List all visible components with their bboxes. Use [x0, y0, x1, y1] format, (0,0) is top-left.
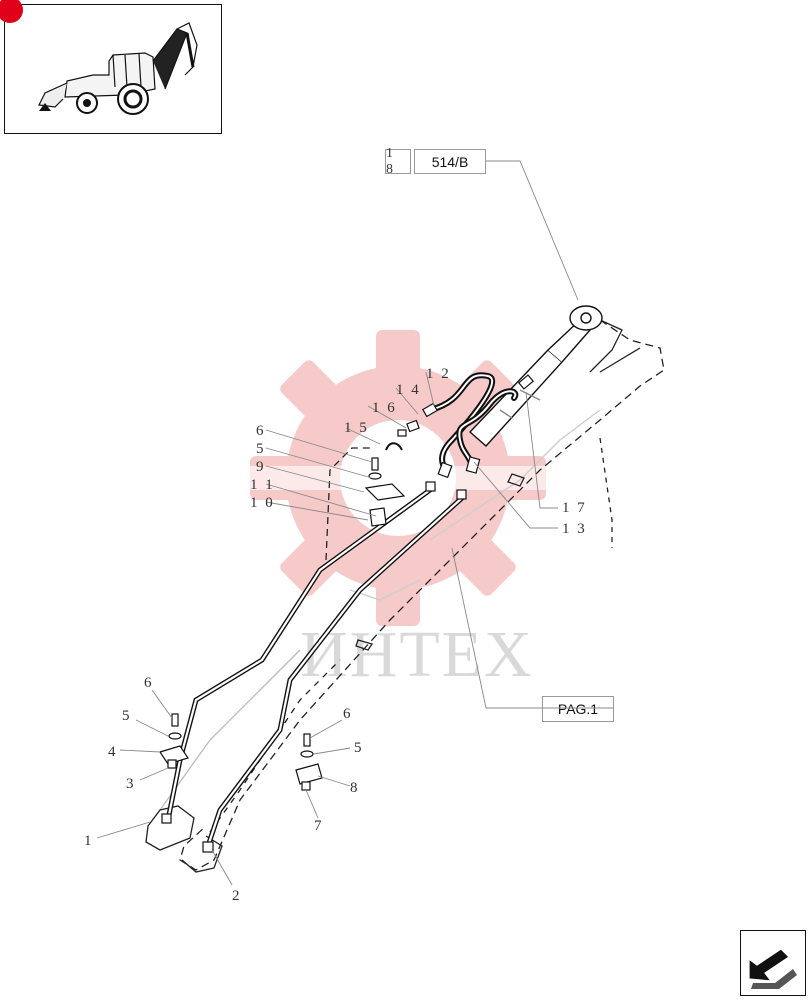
- next-arrow-icon: [748, 948, 797, 989]
- label-7[interactable]: 7: [314, 818, 322, 834]
- label-11[interactable]: 1 1: [250, 477, 275, 493]
- label-14[interactable]: 1 4: [396, 382, 421, 398]
- label-5-left[interactable]: 5: [122, 708, 130, 724]
- label-12[interactable]: 1 2: [426, 366, 451, 382]
- label-1[interactable]: 1: [84, 833, 92, 849]
- label-17[interactable]: 1 7: [562, 500, 587, 516]
- label-3[interactable]: 3: [126, 776, 134, 792]
- hose-fittings: [397, 374, 535, 479]
- page-link[interactable]: PAG.1: [542, 696, 614, 722]
- lower-right-clamp: [295, 733, 323, 791]
- elbow-fitting: [385, 442, 403, 451]
- upper-clamp: [364, 457, 406, 527]
- machine-thumbnail: [0, 0, 222, 134]
- label-6-right[interactable]: 6: [343, 706, 351, 722]
- hydraulic-hoses: [427, 372, 519, 473]
- watermark-gear: [248, 330, 548, 626]
- pipe-ends: [161, 481, 467, 853]
- label-9[interactable]: 9: [256, 459, 264, 475]
- part-numbers: 1 2 3 4 5 6 6 5 8 7 6 5 9 1 1 1 0 1 5 1 …: [84, 366, 587, 904]
- label-13[interactable]: 1 3: [562, 521, 587, 537]
- watermark-text: ИНТЕХ: [300, 618, 534, 691]
- leader-lines: [96, 160, 614, 886]
- label-16[interactable]: 1 6: [372, 400, 397, 416]
- label-5-right[interactable]: 5: [354, 740, 362, 756]
- rigid-pipes-inner: [166, 488, 464, 848]
- label-15[interactable]: 1 5: [344, 420, 369, 436]
- label-4[interactable]: 4: [108, 744, 116, 760]
- label-10[interactable]: 1 0: [250, 495, 275, 511]
- next-page-button[interactable]: [740, 930, 806, 996]
- lower-left-clamp: [159, 713, 189, 769]
- reference-number: 1 8: [385, 146, 411, 177]
- label-6-top[interactable]: 6: [256, 423, 264, 439]
- label-6-left[interactable]: 6: [144, 675, 152, 691]
- backhoe-loader-icon: [38, 22, 198, 115]
- page-marker-dot: [0, 0, 23, 23]
- reference-tag-link[interactable]: 514/B: [414, 149, 486, 174]
- label-2[interactable]: 2: [232, 888, 240, 904]
- label-8[interactable]: 8: [350, 780, 358, 796]
- label-5-top[interactable]: 5: [256, 441, 264, 457]
- boom-outline: [145, 319, 665, 873]
